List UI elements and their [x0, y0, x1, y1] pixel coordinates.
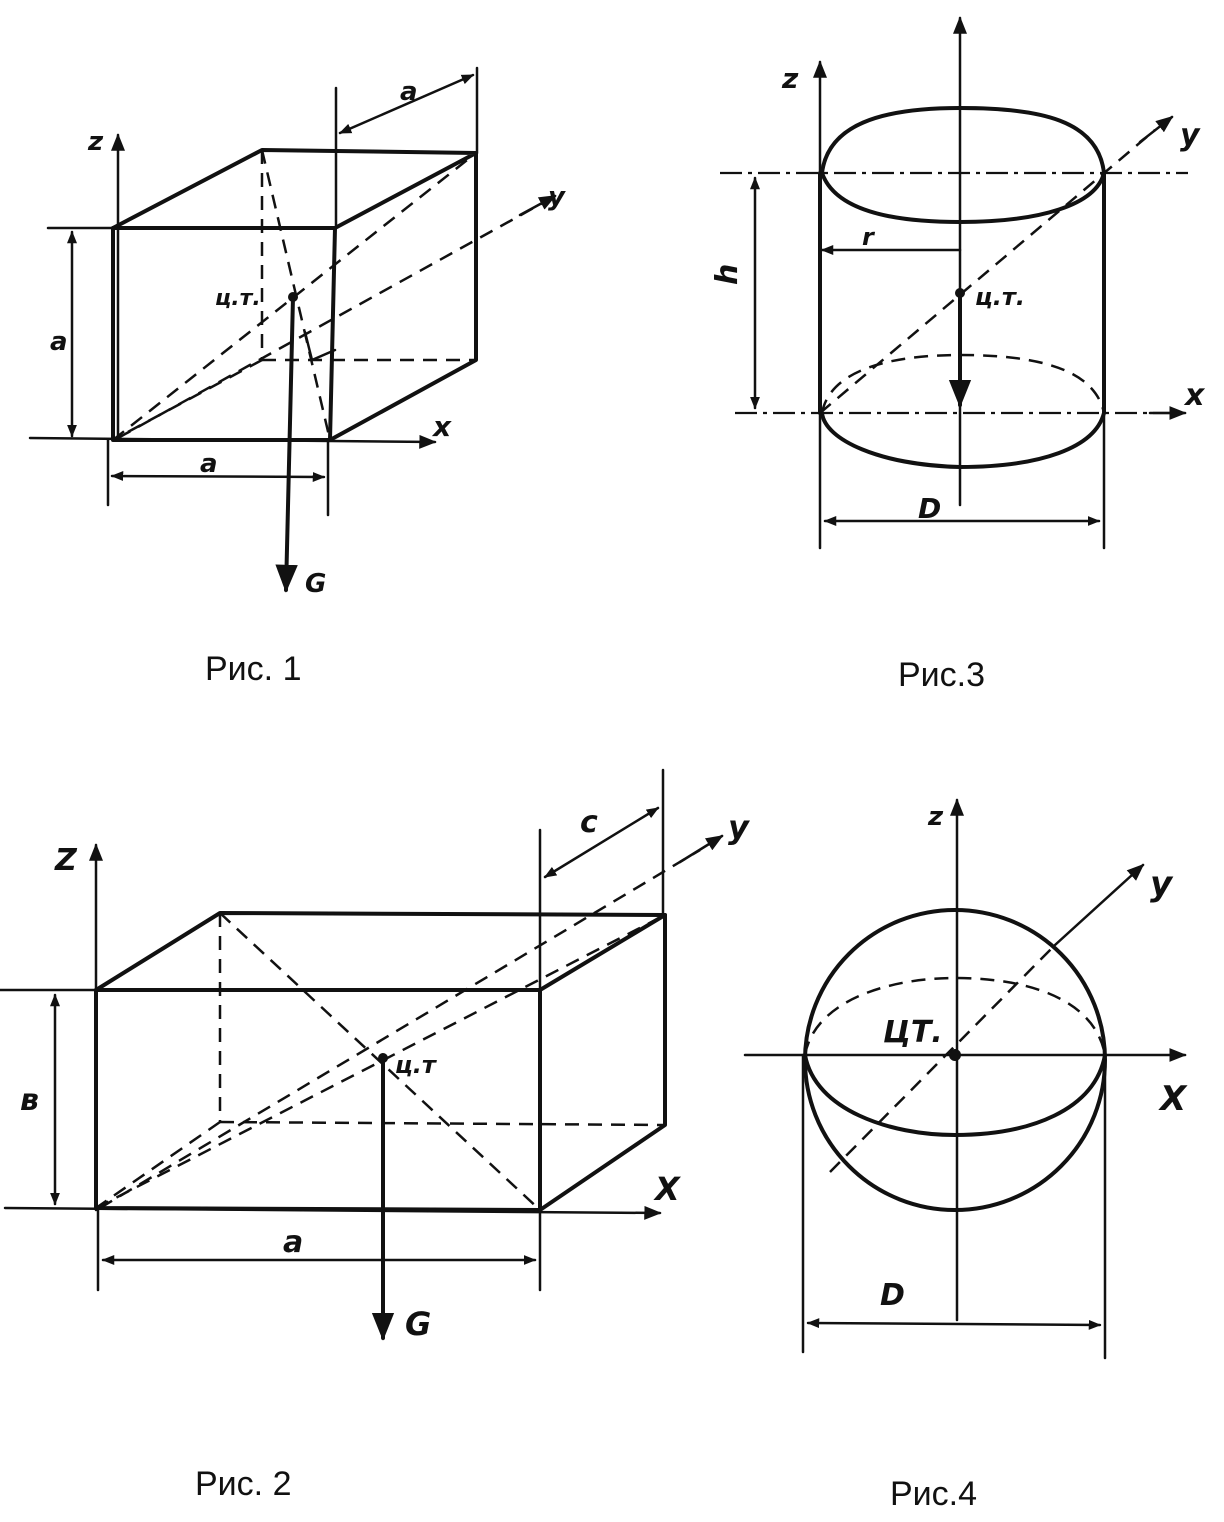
fig4-y-axis	[1053, 863, 1145, 947]
fig3-z-label: z	[781, 62, 799, 95]
fig4-caption: Рис.4	[890, 1475, 977, 1513]
fig1-force-label: G	[305, 569, 326, 599]
fig2-dim-top-label: c	[580, 805, 598, 840]
fig1-x-label: x	[431, 410, 452, 443]
figure-1-cube: z x y a a a ц.т. G Рис. 1	[28, 66, 566, 688]
fig2-caption: Рис. 2	[195, 1465, 291, 1503]
fig2-y-arrow	[678, 834, 724, 864]
fig1-force-arrow	[275, 295, 298, 593]
fig1-dim-left-label: a	[50, 327, 68, 357]
fig1-dim-bottom	[110, 471, 326, 482]
fig3-top-ellipse	[820, 106, 1106, 224]
fig1-hidden-diagonal	[112, 358, 263, 442]
fig2-hidden-diagonal	[95, 1120, 221, 1210]
fig4-cg-label: ЦТ.	[883, 1015, 943, 1050]
fig1-y-arrow	[518, 194, 557, 217]
fig2-top-face	[94, 911, 667, 992]
figure-2-box: Z X y c в a ц.т G Рис. 2	[0, 768, 750, 1503]
fig2-dim-bottom-label: a	[283, 1225, 303, 1260]
fig4-z-label: z	[927, 802, 944, 832]
fig1-dim-top	[338, 73, 475, 135]
fig3-x-label: x	[1183, 378, 1206, 413]
fig1-caption: Рис. 1	[205, 650, 301, 688]
fig3-d-label: D	[918, 492, 941, 525]
fig3-y-label: y	[1180, 118, 1201, 153]
fig3-r-label: r	[862, 223, 876, 251]
fig2-diag-2	[95, 913, 666, 1210]
fig3-y-arrow	[1138, 115, 1174, 144]
fig4-x-label: X	[1158, 1079, 1188, 1119]
fig1-dim-bottom-label: a	[200, 449, 218, 479]
fig3-cg-label: ц.т.	[975, 283, 1025, 311]
fig4-cg-point	[949, 1049, 961, 1061]
fig2-z-label: Z	[54, 843, 78, 878]
fig3-bottom-front	[820, 411, 1106, 469]
fig2-force-label: G	[405, 1305, 431, 1343]
fig3-h-label: h	[710, 264, 745, 285]
fig1-front-face	[111, 226, 337, 442]
fig2-hidden-back	[219, 1120, 666, 1127]
fig4-d-label: D	[880, 1278, 905, 1313]
fig2-right-face	[538, 913, 667, 1212]
fig4-y-hidden	[829, 944, 1056, 1173]
fig2-y-axis	[99, 848, 701, 1210]
fig1-angle-mark	[303, 330, 337, 362]
fig1-right-face	[328, 151, 478, 442]
fig4-equator-front	[803, 1053, 1107, 1137]
fig2-dim-top	[543, 806, 660, 879]
figure-3-cylinder: z x y h r ц.т. D Рис.3	[710, 16, 1206, 694]
fig2-front-face	[94, 988, 542, 1212]
figure-4-sphere: z X y ЦТ. D Рис.4	[743, 798, 1188, 1513]
fig1-dim-top-label: a	[400, 77, 418, 107]
fig2-x-label: X	[653, 1170, 681, 1208]
fig1-y-label: y	[548, 182, 566, 212]
fig3-bottom-back	[820, 353, 1106, 414]
fig1-z-label: z	[87, 127, 104, 157]
fig4-dim-d	[806, 1318, 1102, 1330]
fig3-caption: Рис.3	[898, 656, 985, 694]
fig4-equator-back	[803, 976, 1107, 1056]
fig1-top-face	[111, 148, 478, 230]
fig2-cg-label: ц.т	[395, 1051, 438, 1079]
fig2-y-label: y	[728, 808, 750, 846]
fig2-dim-left-label: в	[20, 1083, 39, 1118]
fig4-y-label: y	[1150, 864, 1174, 904]
fig1-cg-label: ц.т.	[215, 286, 261, 311]
